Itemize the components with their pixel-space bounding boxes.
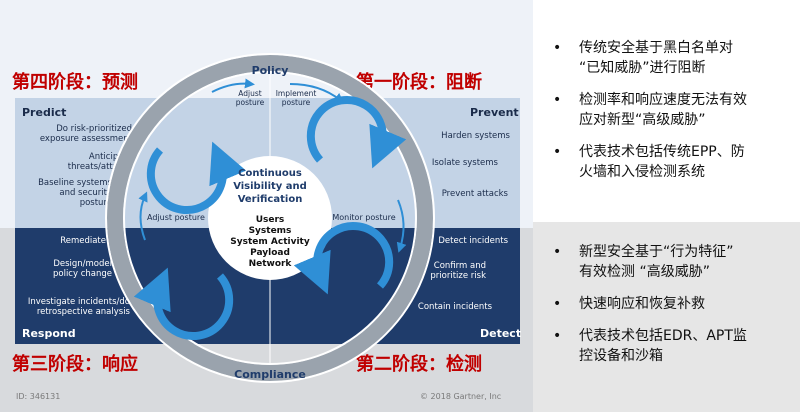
center-item-system-activity: System Activity bbox=[230, 237, 310, 247]
right-bottom-section: •新型安全基于“行为特征”有效检测 “高级威胁” •快速响应和恢复补救 •代表技… bbox=[533, 222, 800, 412]
respond-title: Respond bbox=[22, 327, 76, 340]
bottom-bullet-2: •快速响应和恢复补救 bbox=[553, 296, 705, 312]
top-bullet-2: •检测率和响应速度无法有效应对新型“高级威胁” bbox=[553, 92, 747, 128]
detect-cycle-arrow bbox=[293, 222, 394, 295]
center-title-3: Verification bbox=[238, 194, 303, 205]
monitor-posture-arrow bbox=[396, 199, 407, 253]
compliance-label: Compliance bbox=[234, 368, 306, 381]
adjust-posture-top-arrow bbox=[211, 78, 255, 93]
stage-1-label: 第一阶段：阻断 bbox=[356, 72, 482, 93]
predict-title: Predict bbox=[22, 106, 67, 119]
detect-item-3: Contain incidents bbox=[417, 302, 492, 312]
prevent-cycle-arrow bbox=[306, 96, 407, 169]
adjust-posture-left-arrow bbox=[138, 191, 148, 241]
detect-title: Detect bbox=[480, 327, 522, 340]
stage-2-label: 第二阶段：检测 bbox=[356, 354, 482, 375]
center-title-1: Continuous bbox=[238, 168, 302, 179]
adjust-posture-top-1: Adjust bbox=[238, 89, 262, 98]
implement-posture-1: Implement bbox=[276, 89, 317, 98]
explanation-panel: •传统安全基于黑白名单对“已知威胁”进行阻断 •检测率和响应速度无法有效应对新型… bbox=[533, 0, 800, 412]
predict-cycle-arrow bbox=[146, 141, 247, 214]
implement-posture-2: posture bbox=[282, 98, 311, 107]
copyright: © 2018 Gartner, Inc bbox=[420, 392, 502, 401]
adjust-posture-left: Adjust posture bbox=[147, 213, 205, 222]
top-bullet-3: •代表技术包括传统EPP、防火墙和入侵检测系统 bbox=[553, 144, 745, 180]
respond-item-1: Remediate bbox=[60, 236, 106, 246]
cycle-diagram: Policy Compliance Adjust posture Impleme… bbox=[105, 53, 435, 383]
prevent-item-2: Isolate systems bbox=[431, 158, 498, 168]
center-circle bbox=[208, 156, 332, 280]
prevent-item-1: Harden systems bbox=[441, 131, 510, 141]
top-bullet-list: •传统安全基于黑白名单对“已知威胁”进行阻断 •检测率和响应速度无法有效应对新型… bbox=[551, 38, 747, 194]
policy-compliance-ring bbox=[107, 55, 433, 381]
adjust-posture-top-2: posture bbox=[236, 98, 265, 107]
implement-posture-arrow bbox=[289, 83, 344, 104]
document-id: ID: 346131 bbox=[16, 392, 61, 401]
center-item-network: Network bbox=[249, 259, 293, 269]
bottom-bullet-1: •新型安全基于“行为特征”有效检测 “高级威胁” bbox=[553, 244, 734, 280]
prevent-title: Prevent bbox=[470, 106, 519, 119]
center-title-2: Visibility and bbox=[233, 181, 307, 192]
bottom-bullet-3: •代表技术包括EDR、APT监控设备和沙箱 bbox=[553, 328, 747, 364]
adaptive-security-diagram-panel: 第四阶段：预测 第一阶段：阻断 第三阶段：响应 第二阶段：检测 Predict … bbox=[0, 0, 533, 412]
center-item-systems: Systems bbox=[249, 226, 292, 236]
prevent-item-3: Prevent attacks bbox=[441, 189, 508, 199]
monitor-posture: Monitor posture bbox=[332, 213, 395, 222]
center-item-payload: Payload bbox=[250, 248, 290, 258]
policy-label: Policy bbox=[252, 64, 289, 77]
right-top-section: •传统安全基于黑白名单对“已知威胁”进行阻断 •检测率和响应速度无法有效应对新型… bbox=[533, 0, 800, 222]
stage-4-label: 第四阶段：预测 bbox=[12, 72, 138, 93]
center-item-users: Users bbox=[256, 215, 285, 225]
detect-item-1: Detect incidents bbox=[438, 236, 508, 246]
stage-3-label: 第三阶段：响应 bbox=[12, 354, 138, 375]
top-bullet-1: •传统安全基于黑白名单对“已知威胁”进行阻断 bbox=[553, 40, 733, 76]
respond-cycle-arrow bbox=[133, 267, 234, 340]
bottom-bullet-list: •新型安全基于“行为特征”有效检测 “高级威胁” •快速响应和恢复补救 •代表技… bbox=[551, 242, 747, 378]
